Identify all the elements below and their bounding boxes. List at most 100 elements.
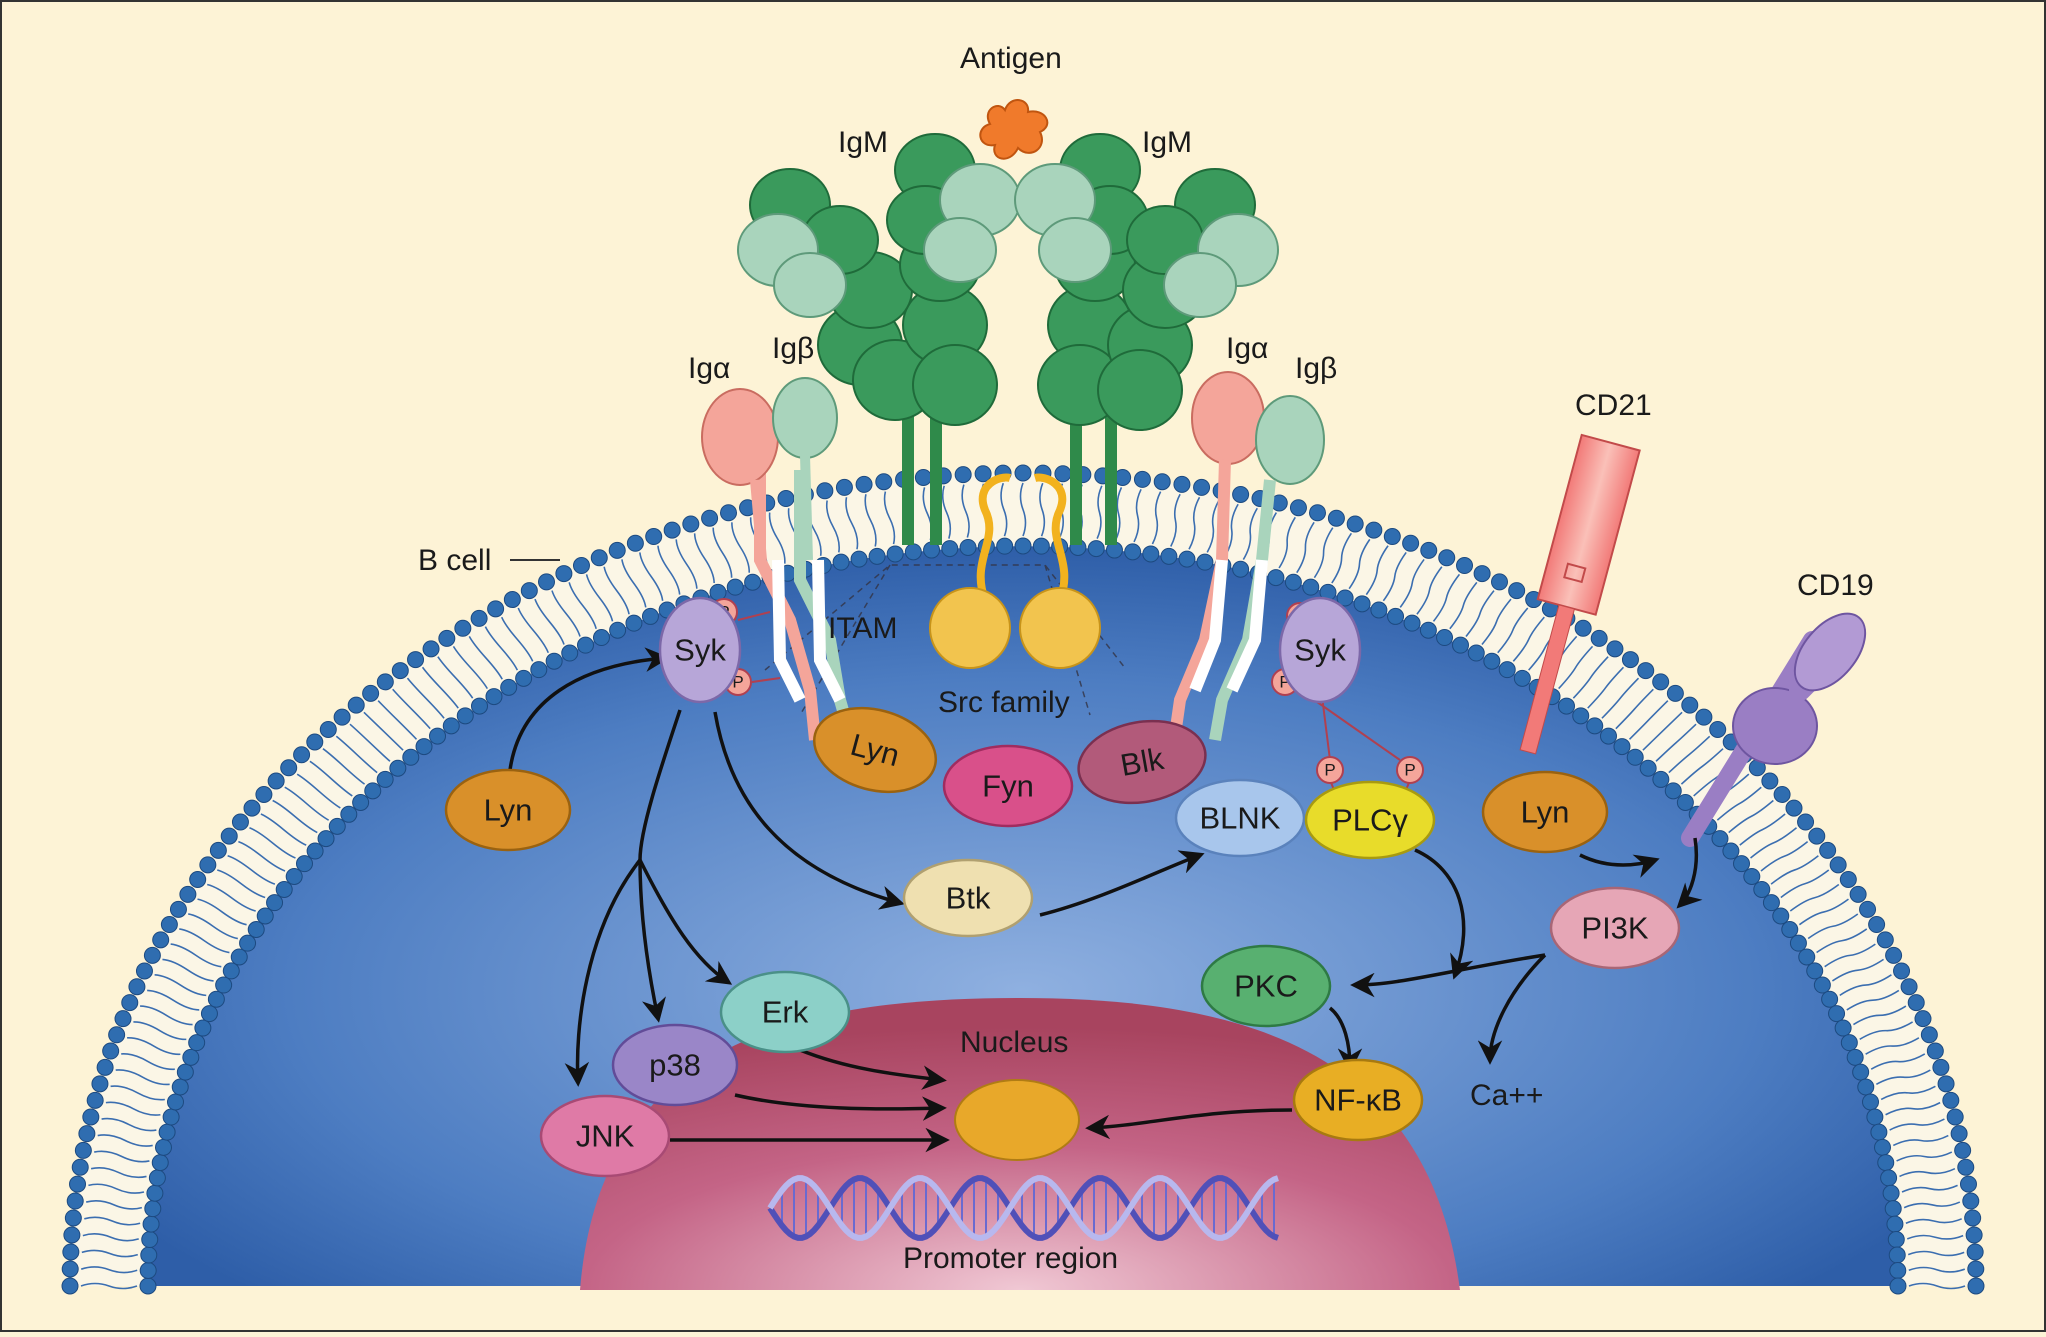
lipid-head: [1957, 1158, 1975, 1176]
lipid-head: [1302, 578, 1320, 596]
lipid-tail: [1739, 813, 1786, 846]
lipid-head: [148, 1169, 166, 1187]
igm-stem: [1105, 405, 1117, 545]
lipid-tail: [85, 1199, 143, 1210]
lipid-head: [1087, 540, 1105, 558]
lipid-head: [1966, 1243, 1984, 1261]
lipid-head: [169, 900, 187, 918]
lipid-head: [663, 521, 681, 539]
lipid-head: [1353, 595, 1371, 613]
lipid-head: [61, 1277, 79, 1295]
lipid-head: [1967, 1277, 1985, 1295]
lipid-head: [1852, 1063, 1870, 1081]
lipid-head: [247, 921, 265, 939]
lipid-head: [1880, 1169, 1898, 1187]
dna-helix: [767, 1175, 1279, 1241]
iga-left-head: [701, 388, 779, 486]
lipid-head: [215, 976, 233, 994]
igb-left-head: [772, 377, 838, 459]
lipid-head: [1456, 557, 1474, 575]
lipid-tail: [197, 898, 247, 926]
lipid-tail: [1816, 928, 1868, 954]
itam-label: ITAM: [828, 612, 897, 645]
lipid-tail: [1465, 590, 1495, 637]
lipid-head: [645, 528, 663, 546]
igb-left-label: Igβ: [772, 332, 814, 365]
lipid-tail: [1889, 1118, 1945, 1131]
lipid-head: [1327, 509, 1345, 527]
lipid-head: [1153, 473, 1171, 491]
lipid-head: [1666, 684, 1684, 702]
node-pi3k: PI3K: [1549, 886, 1681, 970]
lipid-head: [1965, 1226, 1983, 1244]
lipid-head: [1907, 994, 1925, 1012]
lipid-head: [146, 1184, 164, 1202]
lipid-head: [1959, 1175, 1977, 1193]
lipid-tail: [133, 1021, 187, 1041]
lipid-head: [590, 549, 608, 567]
node-shape: [1481, 770, 1609, 854]
lipid-head: [91, 1075, 109, 1093]
lipid-head: [188, 1034, 206, 1052]
lipid-tail: [1896, 1151, 1953, 1162]
lipid-head: [1866, 1108, 1884, 1126]
lipid-head: [295, 855, 313, 873]
node-shape: [1292, 1058, 1424, 1142]
lipid-head: [1859, 900, 1877, 918]
lipid-head: [1849, 885, 1867, 903]
lipid-tail: [94, 1150, 150, 1163]
lipid-head: [222, 962, 240, 980]
lipid-head: [162, 1108, 180, 1126]
lipid-tail: [82, 1233, 139, 1242]
lipid-head: [608, 541, 626, 559]
lipid-head: [1711, 830, 1729, 848]
lipid-tail: [1000, 482, 1008, 537]
lipid-tail: [1865, 1037, 1920, 1055]
node-label: Fyn: [982, 769, 1034, 804]
lipid-tail: [110, 1085, 165, 1101]
lipid-head: [362, 684, 380, 702]
lipid-tail: [603, 566, 630, 615]
lipid-tail: [1870, 1053, 1926, 1070]
lipid-head: [500, 678, 518, 696]
lipid-head: [1676, 793, 1694, 811]
lipid-tail: [883, 491, 896, 545]
lipid-tail: [1365, 545, 1389, 596]
lipid-head: [941, 540, 959, 558]
lipid-head: [63, 1226, 81, 1244]
lipid-head: [306, 733, 324, 751]
lipid-head: [1868, 916, 1886, 934]
iga-right-head: [1191, 371, 1265, 465]
lipid-head: [143, 946, 161, 964]
lipid-tail: [406, 677, 445, 719]
node-label: PKC: [1234, 969, 1298, 1004]
lipid-head: [1681, 696, 1699, 714]
lipid-head: [285, 867, 303, 885]
lipid-head: [144, 1200, 162, 1218]
lipid-tail: [1807, 913, 1859, 940]
node-label: Erk: [762, 995, 809, 1030]
node-shape: [812, 706, 938, 794]
lipid-head: [1722, 842, 1740, 860]
lipid-head: [1586, 717, 1604, 735]
lipid-head: [1785, 799, 1803, 817]
lipid-head: [1032, 537, 1050, 555]
node-nfkb: NF-κB: [1292, 1058, 1424, 1142]
lipid-head: [1946, 1108, 1964, 1126]
lipid-head: [158, 1123, 176, 1141]
lipid-head: [832, 553, 850, 571]
cd21-label: CD21: [1575, 389, 1652, 422]
lipid-head: [352, 793, 370, 811]
lipid-head: [1178, 550, 1196, 568]
lipid-head: [171, 1078, 189, 1096]
lipid-tail: [534, 598, 565, 645]
lipid-head: [135, 962, 153, 980]
lipid-head: [520, 582, 538, 600]
lipid-tail: [941, 485, 952, 539]
lipid-head: [470, 697, 488, 715]
lipid-tail: [154, 974, 207, 997]
lipid-head: [256, 907, 274, 925]
lipid-head: [855, 475, 873, 493]
lipid-head: [1508, 582, 1526, 600]
lipid-head: [1652, 673, 1670, 691]
